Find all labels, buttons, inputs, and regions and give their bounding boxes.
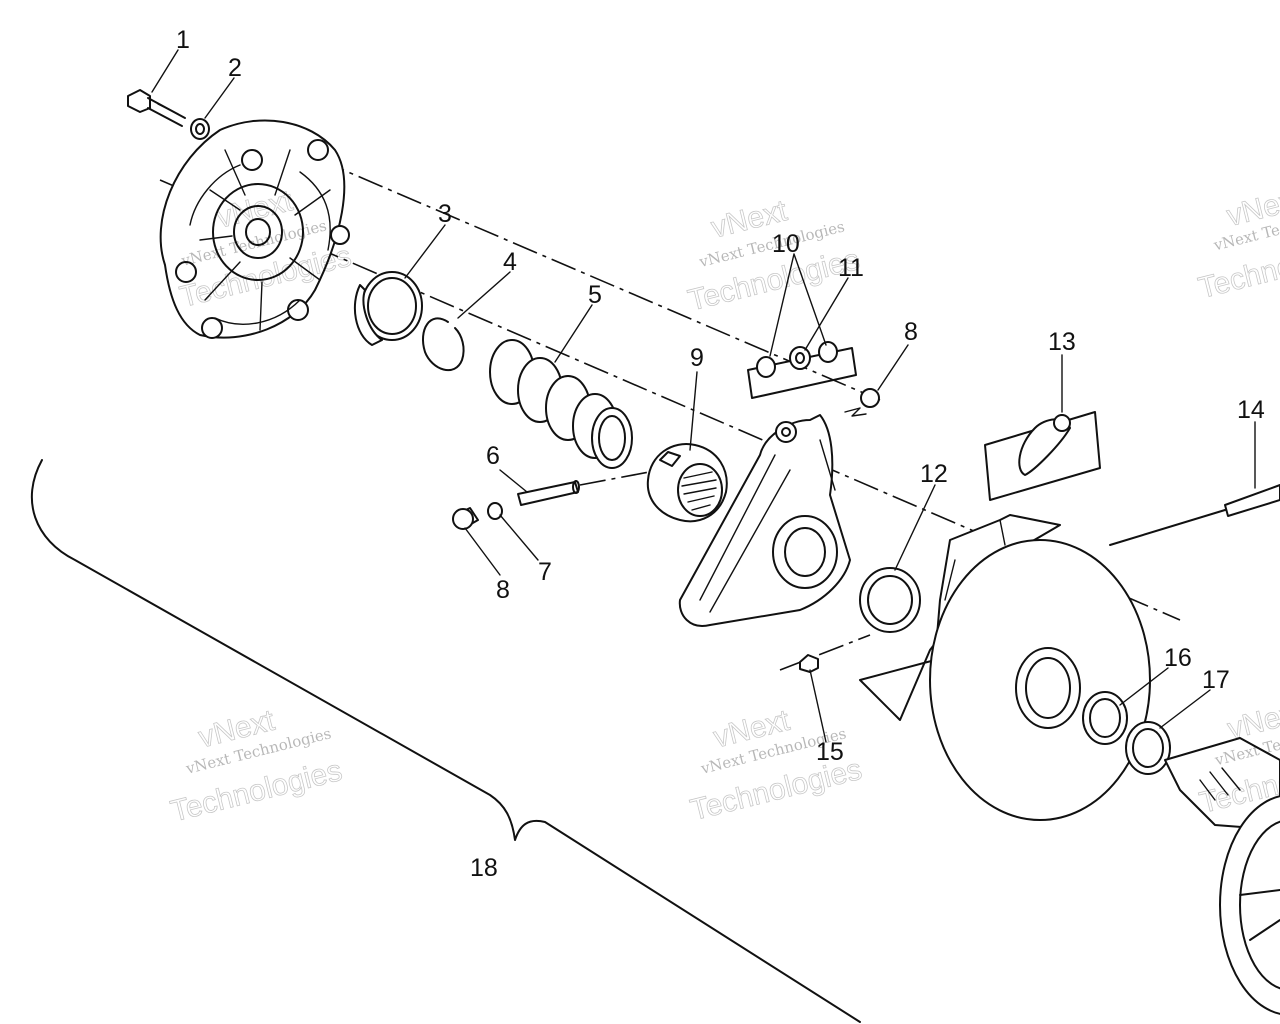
callout-8-lower: 8: [496, 576, 510, 604]
part-cap-upper: [844, 388, 880, 417]
part-roller: [646, 443, 728, 523]
part-small-washer: [487, 502, 503, 520]
part-cam: [984, 411, 1101, 501]
part-ring-17: [1125, 721, 1171, 775]
callout-13: 13: [1048, 328, 1076, 356]
callout-2: 2: [228, 54, 242, 82]
leader-lines: [151, 49, 1256, 743]
callout-5: 5: [588, 281, 602, 309]
part-bushing: [353, 271, 423, 346]
part-sheave: [859, 514, 1151, 821]
callout-9: 9: [690, 344, 704, 372]
callout-12: 12: [920, 460, 948, 488]
part-ring-16: [1082, 691, 1128, 745]
part-ring: [859, 567, 921, 633]
callout-18: 18: [470, 854, 498, 882]
watermark-bottom-left: vNext vNext Technologies Technologies: [167, 703, 346, 828]
callout-17: 17: [1202, 666, 1230, 694]
part-cover-plate: [159, 119, 350, 339]
part-shaft: [1109, 484, 1280, 546]
part-bolt: [127, 89, 186, 127]
bracket-18: [30, 459, 861, 1023]
axis-line-pin: [579, 469, 661, 486]
part-arm: [678, 414, 851, 627]
part-pin: [517, 480, 580, 506]
part-nut: [799, 654, 819, 673]
part-lower-assembly: [1164, 737, 1280, 1015]
part-washer: [190, 118, 210, 140]
callout-6: 6: [486, 442, 500, 470]
callout-15: 15: [816, 738, 844, 766]
part-snap-ring: [422, 317, 465, 372]
watermark-top-right: vNext vNext Technologies Technologies: [1195, 182, 1280, 306]
callout-4: 4: [503, 248, 517, 276]
part-spring: [489, 339, 633, 469]
watermark-bottom-center: vNext vNext Technologies Technologies: [687, 703, 866, 827]
callout-1: 1: [176, 26, 190, 54]
watermark-top-center: vNext vNext Technologies Technologies: [684, 194, 863, 318]
callout-14: 14: [1237, 396, 1265, 424]
part-cap-left: [452, 507, 479, 530]
callout-3: 3: [438, 200, 452, 228]
axis-line-upper: [319, 159, 881, 401]
callout-7: 7: [538, 558, 552, 586]
callout-labels: 1 2 3 4 5 6 7 8 9 10 11 8 12 13 14 15 16…: [176, 26, 1265, 882]
axis-line-lower: [779, 634, 871, 671]
part-bushing-set: [747, 341, 857, 399]
callout-16: 16: [1164, 644, 1192, 672]
callout-11: 11: [838, 254, 864, 282]
callout-8-upper: 8: [904, 318, 918, 346]
callout-10: 10: [772, 230, 800, 258]
